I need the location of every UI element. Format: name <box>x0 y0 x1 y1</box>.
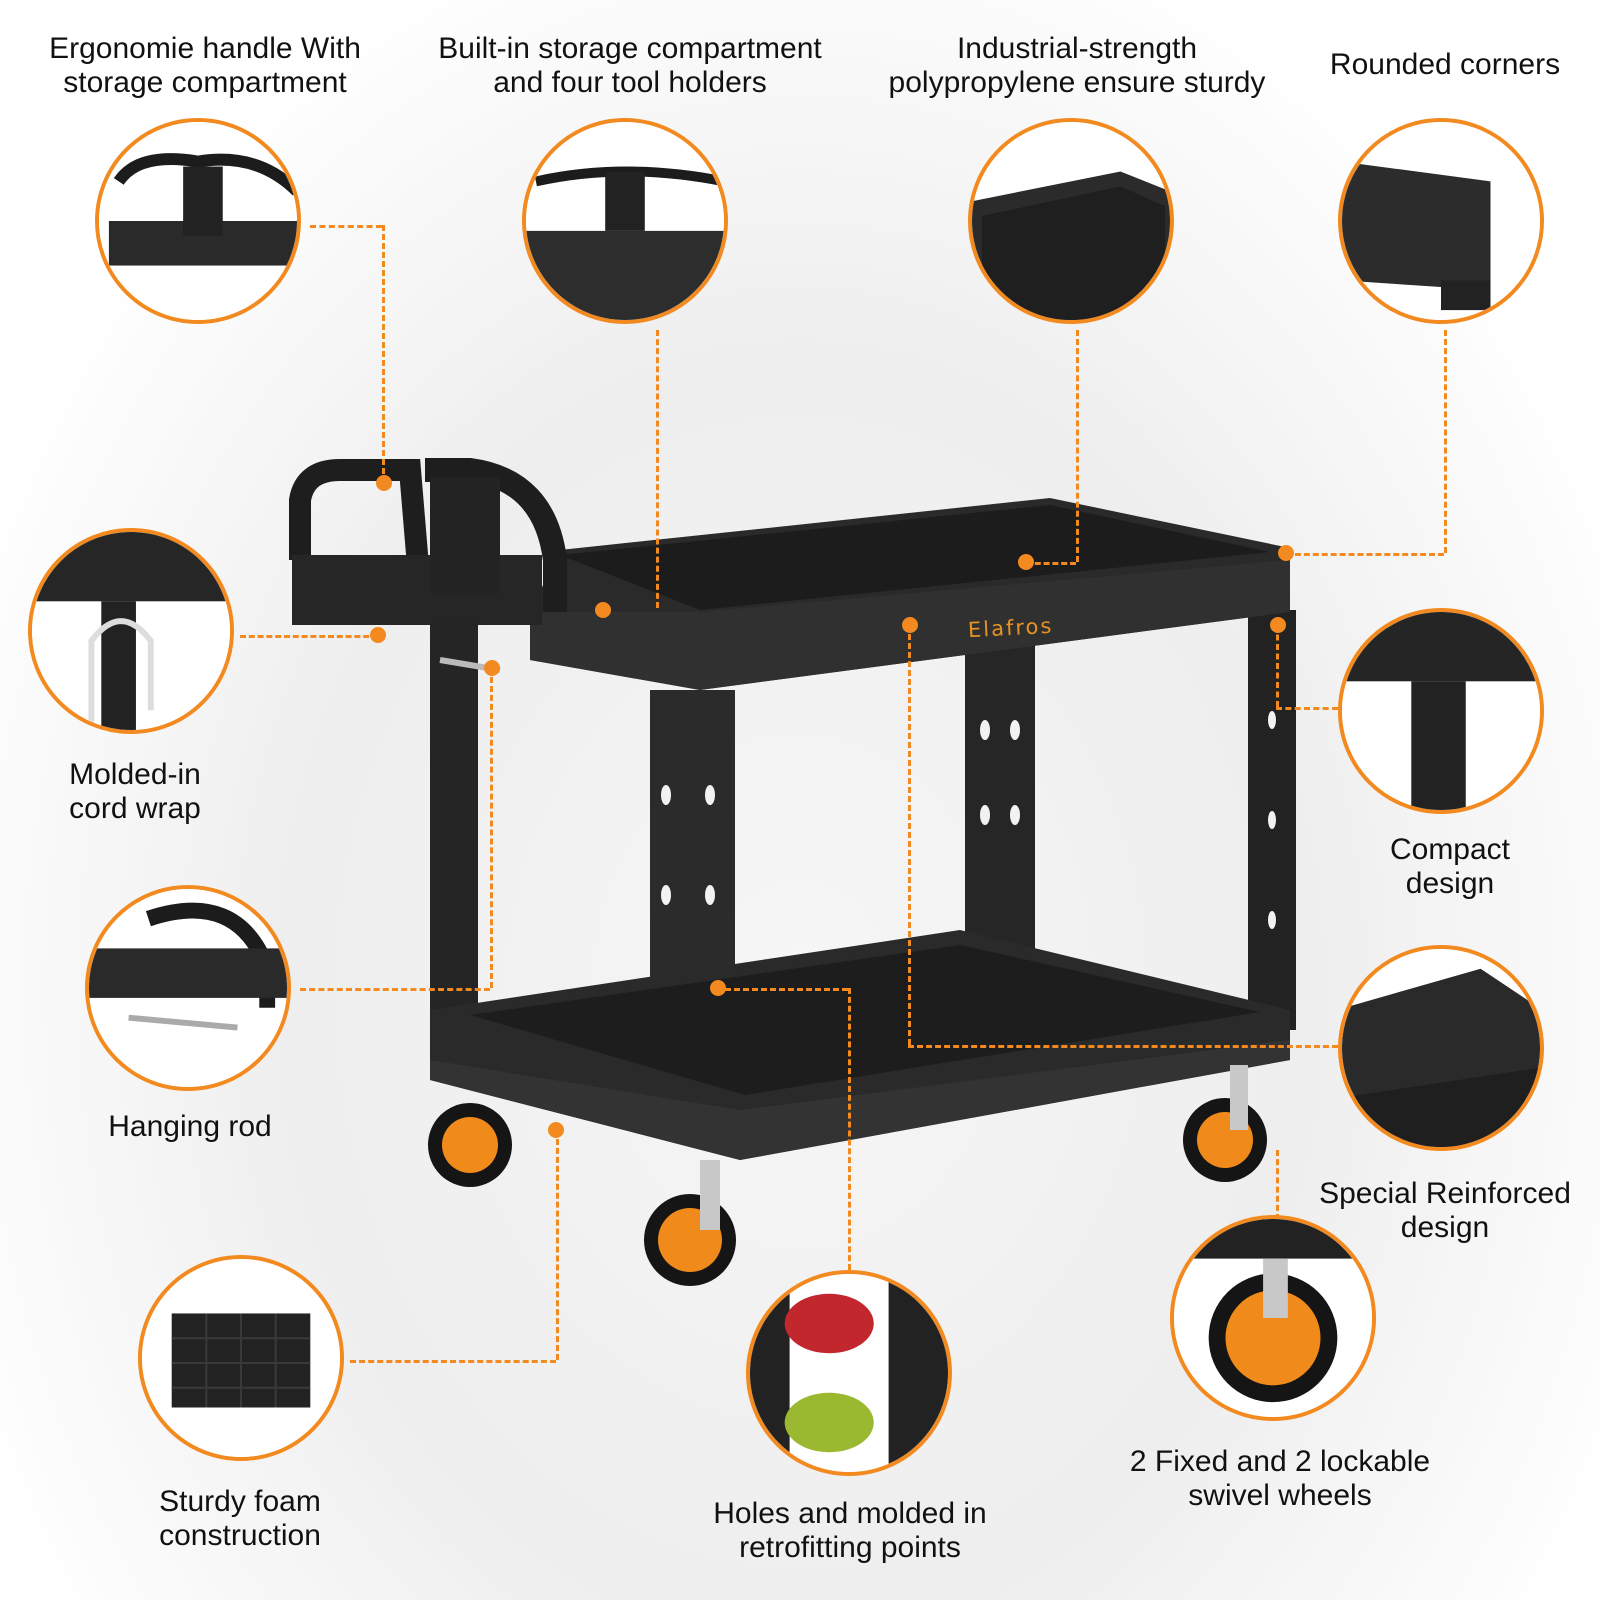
reinforced-shelf-detail <box>1338 945 1544 1151</box>
feature-label-handle: Ergonomie handle With storage compartmen… <box>49 32 361 99</box>
underside-grid-detail <box>138 1255 344 1461</box>
tray-edge-detail <box>968 118 1174 324</box>
caster-wheel-detail <box>1170 1215 1376 1421</box>
feature-label-storage: Built-in storage compartment and four to… <box>438 32 822 99</box>
wire-spools-detail <box>746 1270 952 1476</box>
feature-label-foam: Sturdy foam construction <box>159 1485 321 1552</box>
hanging-rod-detail <box>85 885 291 1091</box>
feature-label-holes: Holes and molded in retrofitting points <box>713 1497 987 1564</box>
feature-label-wheels: 2 Fixed and 2 lockable swivel wheels <box>1129 1445 1431 1512</box>
rounded-corner-detail <box>1338 118 1544 324</box>
feature-label-reinforced: Special Reinforced design <box>1319 1177 1571 1244</box>
feature-label-corners: Rounded corners <box>1329 48 1561 81</box>
feature-label-rod: Hanging rod <box>108 1110 272 1143</box>
compact-leg-detail <box>1338 608 1544 814</box>
brand-logo: Elafros <box>967 613 1054 643</box>
feature-label-polypropylene: Industrial-strength polypropylene ensure… <box>888 32 1266 99</box>
feature-label-compact: Compact design <box>1389 833 1511 900</box>
cord-wrap-detail <box>28 528 234 734</box>
handle-compartment-detail <box>95 118 301 324</box>
feature-label-cord: Molded-in cord wrap <box>69 758 201 825</box>
tool-holder-detail <box>522 118 728 324</box>
